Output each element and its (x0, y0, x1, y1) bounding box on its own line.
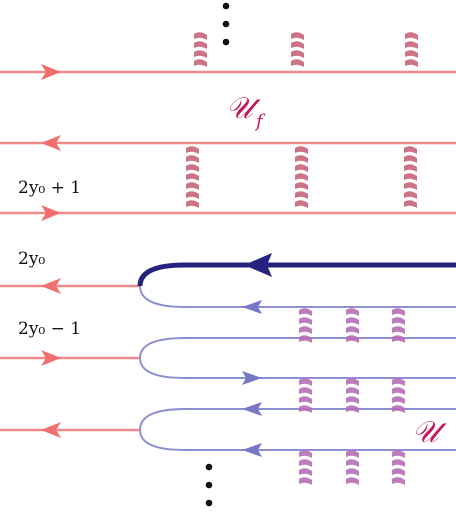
blue-loop-1 (139, 285, 456, 308)
top-springs (194, 32, 418, 67)
blue-loop-2 (0, 337, 456, 385)
red-line-3 (0, 205, 456, 221)
label-2y0-minus-1: 2y₀ − 1 (18, 319, 81, 339)
label-2y0-plus-1: 2y₀ + 1 (18, 178, 81, 198)
blue-loop-3 (0, 402, 456, 457)
red-line-4 (0, 278, 140, 294)
top-ellipsis (222, 2, 230, 46)
bottom-ellipsis (205, 463, 213, 507)
label-2y0: 2y₀ (18, 249, 45, 269)
bold-blue-loop (137, 253, 456, 287)
region-label-top: 𝒰 f (226, 91, 266, 132)
svg-text:f: f (254, 111, 266, 132)
red-line-1 (0, 64, 456, 80)
blue-arrow-1 (242, 300, 262, 314)
red-line-2 (0, 135, 456, 151)
region-label-bottom: 𝒰 (412, 415, 447, 450)
lower-springs (299, 308, 405, 485)
middle-springs (186, 146, 417, 208)
